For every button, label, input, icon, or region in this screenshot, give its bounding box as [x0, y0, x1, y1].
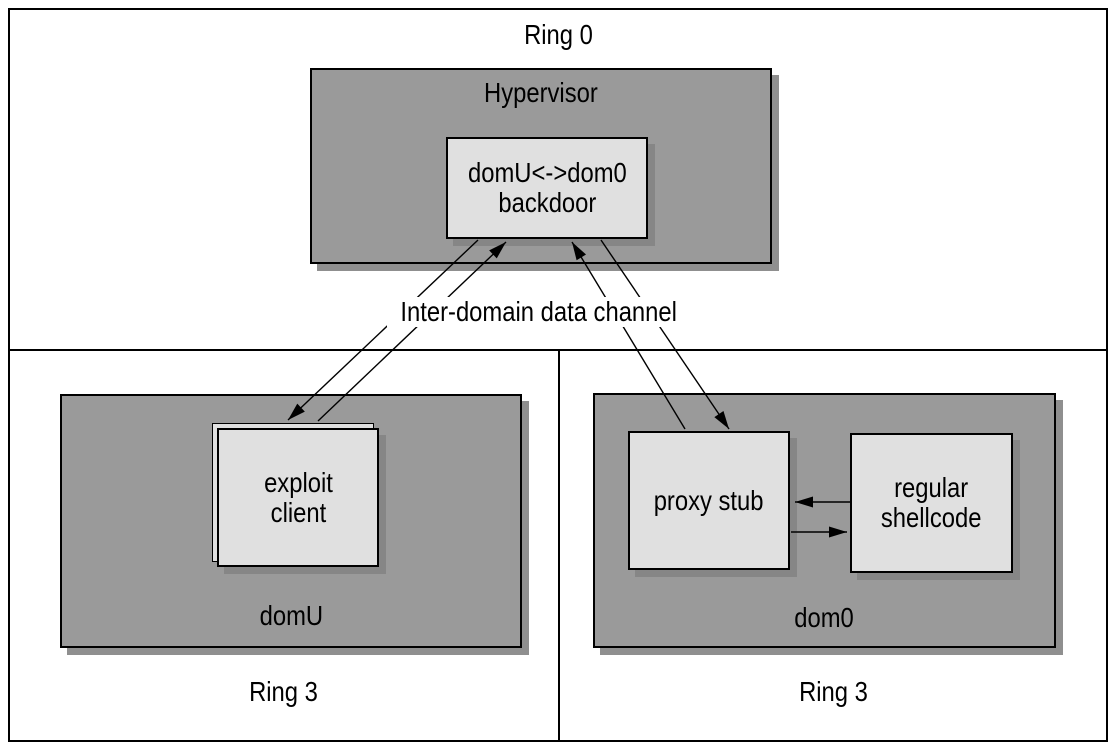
proxy-stub-box: proxy stub [628, 431, 790, 570]
ring3-sections-vertical-divider [558, 349, 560, 742]
ring3-left-title: Ring 3 [249, 676, 318, 707]
ring3-right-title-wrap: Ring 3 [559, 677, 1108, 707]
hypervisor-label-wrap: Hypervisor [310, 78, 772, 108]
ring0-section-title: Ring 0 [523, 19, 593, 50]
exploit-client-box: exploit client [217, 428, 379, 567]
backdoor-label: domU<->dom0 backdoor [468, 158, 627, 218]
exploit-client-label-line1: exploit [263, 466, 333, 498]
inter-domain-channel-label-wrap: Inter-domain data channel [387, 297, 691, 327]
shellcode-label-line1: regular [894, 472, 969, 503]
proxy-stub-label: proxy stub [654, 484, 764, 516]
domU-label: domU [259, 600, 323, 631]
backdoor-box: domU<->dom0 backdoor [446, 137, 648, 239]
inter-domain-channel-label: Inter-domain data channel [400, 296, 678, 327]
ring3-right-title: Ring 3 [799, 676, 868, 707]
backdoor-label-line1: domU<->dom0 [467, 157, 627, 188]
ring0-section-title-wrap: Ring 0 [8, 20, 1108, 50]
domU-label-wrap: domU [60, 601, 522, 631]
ring3-left-title-wrap: Ring 3 [8, 677, 559, 707]
shellcode-label-line2: shellcode [881, 502, 982, 533]
shellcode-box: regular shellcode [850, 433, 1013, 573]
dom0-label-wrap: dom0 [593, 603, 1056, 633]
backdoor-label-line2: backdoor [498, 187, 596, 218]
exploit-client-label-line2: client [270, 496, 326, 528]
hypervisor-label: Hypervisor [484, 77, 598, 108]
shellcode-label: regular shellcode [881, 473, 982, 533]
exploit-client-label: exploit client [263, 466, 333, 528]
dom0-label: dom0 [794, 602, 855, 633]
